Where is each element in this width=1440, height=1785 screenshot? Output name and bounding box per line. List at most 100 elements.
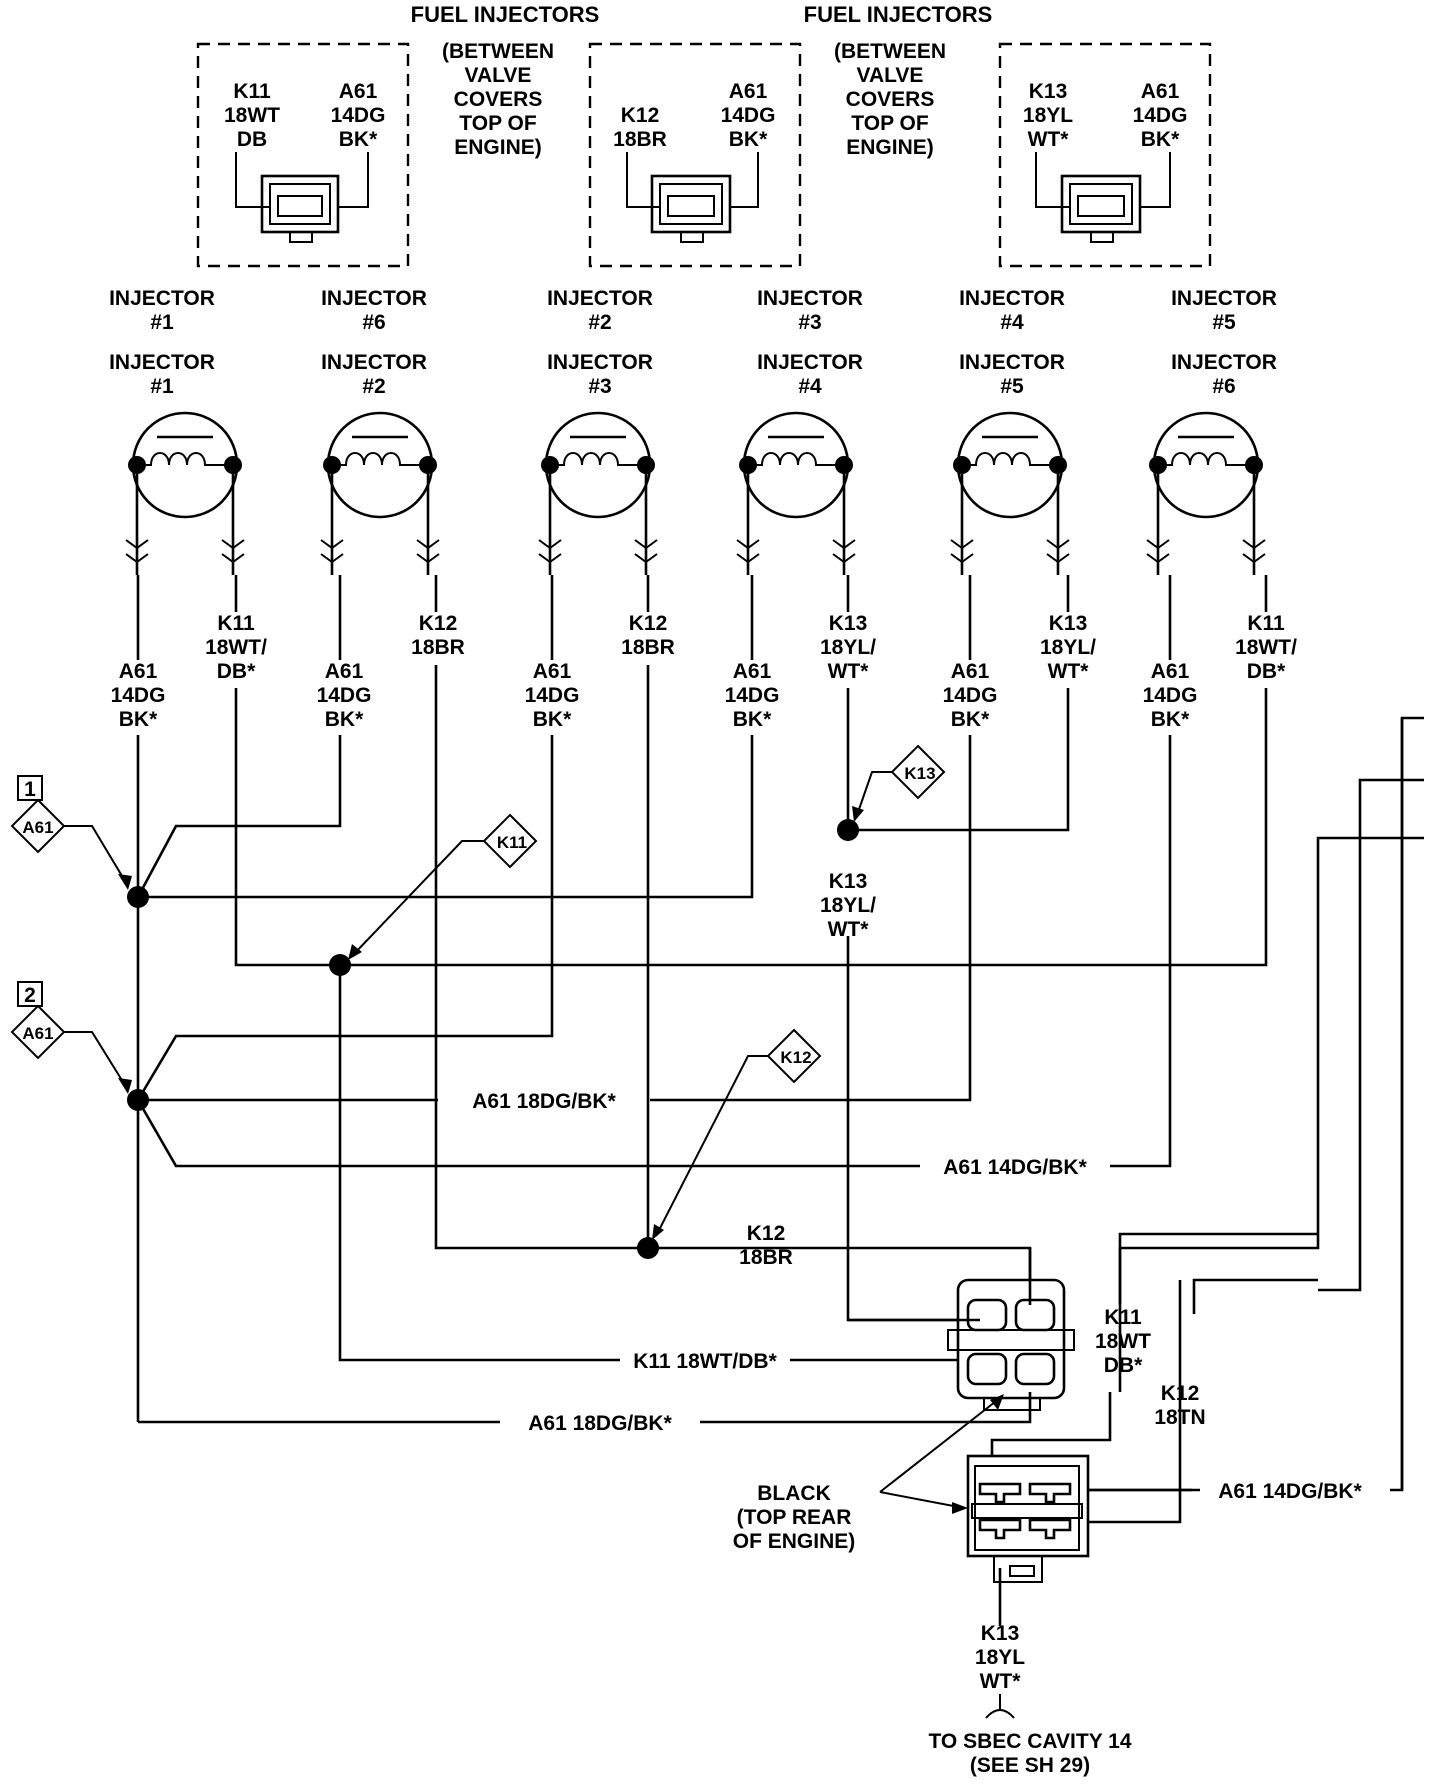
wire-label: K13 [829, 612, 868, 635]
injector-label: INJECTOR [321, 287, 427, 310]
wire-label: WT* [980, 1670, 1022, 1693]
wire-label: BK* [951, 708, 990, 731]
wire-label: 18TN [1154, 1406, 1205, 1429]
wire-label: K11 [217, 612, 255, 635]
wire-connector-mark [320, 553, 344, 564]
wire-connector-mark [416, 553, 440, 564]
mid-connector [848, 1248, 1075, 1411]
top-connector-1: K11 18WT DB A61 14DG BK* [196, 42, 410, 268]
injector-label: INJECTOR [959, 287, 1065, 310]
wire-label: BK* [533, 708, 572, 731]
wire-connector-mark [634, 553, 658, 564]
top-connector-3: K13 18YL WT* A61 14DG BK* [998, 42, 1212, 268]
between-note-left: (BETWEEN VALVE COVERS TOP OF ENGINE) [442, 40, 554, 159]
wire-label: DB* [1104, 1354, 1143, 1377]
reference-tag-1: 1 A61 [10, 775, 132, 890]
fuel-injectors-title-right: FUEL INJECTORS [804, 2, 993, 27]
wire-connector-mark [538, 553, 562, 564]
injector-label: INJECTOR [547, 287, 653, 310]
connector-wire-label: K13 [1029, 80, 1068, 103]
splice-dot [637, 1237, 659, 1259]
connector-wire-label: 14DG [331, 104, 386, 127]
injectors [125, 411, 1266, 575]
wire-connector-mark [1046, 539, 1070, 550]
wire-connector-mark [1146, 539, 1170, 550]
injector-symbol [538, 411, 658, 575]
between-note-line: ENGINE) [454, 136, 542, 159]
reference-tag-label: A61 [22, 1024, 53, 1043]
connector-wire-label: A61 [729, 80, 768, 103]
wire-label: A61 [533, 660, 572, 683]
reference-tag-k11: K11 [348, 813, 538, 960]
wire-label: A61 [325, 660, 364, 683]
connector-dashed-box [588, 42, 802, 268]
reference-number: 2 [24, 984, 36, 1007]
injector-label: #2 [588, 311, 611, 334]
injector-label: #6 [362, 311, 385, 334]
injector-label: #2 [362, 375, 385, 398]
connector-wire-label: 18BR [613, 128, 667, 151]
splice-dot [127, 886, 149, 908]
wire-connector-mark [1242, 539, 1266, 550]
reference-tag-label: K11 [497, 833, 527, 852]
wire-connector-mark [950, 539, 974, 550]
wire-label: 14DG [943, 684, 998, 707]
sbec-terminal-icon [985, 1694, 1015, 1719]
wire-label: A61 [1151, 660, 1190, 683]
connector-wire-label: K11 [233, 80, 271, 103]
wire-label: DB* [217, 660, 256, 683]
injector-symbol [1146, 411, 1266, 575]
connector-wire-label: DB [237, 128, 267, 151]
wire-label: WT* [1048, 660, 1090, 683]
injector-label: #1 [150, 311, 174, 334]
between-note-line: (BETWEEN [834, 40, 946, 63]
injector-labels-row2: INJECTOR #1 INJECTOR #2 INJECTOR #3 INJE… [109, 351, 1277, 398]
between-note-line: VALVE [465, 64, 532, 87]
wire-label: A61 [119, 660, 158, 683]
reference-number: 1 [24, 778, 36, 801]
wire-label: K12 [1161, 1382, 1200, 1405]
between-note-line: COVERS [454, 88, 543, 111]
wire-label: 14DG [111, 684, 166, 707]
wire-label: K12 [629, 612, 668, 635]
wire-connector-mark [416, 539, 440, 550]
connector-wire-label: A61 [339, 80, 378, 103]
injector-label: INJECTOR [547, 351, 653, 374]
wire-connector-mark [832, 539, 856, 550]
wire-connector-mark [221, 539, 245, 550]
injector-symbol [736, 411, 856, 575]
wire-connector-mark [125, 539, 149, 550]
black-connector-pointer [879, 1394, 1004, 1514]
wire-label: 14DG [725, 684, 780, 707]
injector-label: INJECTOR [959, 351, 1065, 374]
injector-symbol [320, 411, 440, 575]
wire-connector-mark [320, 539, 344, 550]
top-connector-2: K12 18BR A61 14DG BK* [588, 42, 802, 268]
wire-connector-mark [832, 553, 856, 564]
between-note-line: (BETWEEN [442, 40, 554, 63]
between-note-line: ENGINE) [846, 136, 934, 159]
wire-label: DB* [1247, 660, 1286, 683]
connector-wire-label: 14DG [1133, 104, 1188, 127]
reference-tag-label: K13 [904, 764, 935, 783]
injector-label: INJECTOR [109, 351, 215, 374]
wire-label: 18YL [975, 1646, 1025, 1669]
injector-label: #4 [1000, 311, 1024, 334]
between-note-line: TOP OF [459, 112, 537, 135]
connector-wire-label: A61 [1141, 80, 1180, 103]
injector-wire-labels: A61 14DG BK* K11 18WT/ DB* A61 14DG BK* … [111, 612, 1298, 731]
wire-label: BK* [119, 708, 158, 731]
wire-label: 18YL/ [1040, 636, 1096, 659]
between-note-line: COVERS [846, 88, 935, 111]
fuel-injectors-title-left: FUEL INJECTORS [411, 2, 600, 27]
injector-symbol [950, 411, 1070, 575]
wire-label-k12-18br: K12 [747, 1222, 786, 1245]
injector-labels-row1: INJECTOR #1 INJECTOR #6 INJECTOR #2 INJE… [109, 287, 1277, 334]
wire-label-k12-right: K12 18TN [1154, 1382, 1205, 1429]
wire-label: 14DG [525, 684, 580, 707]
wire-label: A61 [733, 660, 772, 683]
wire-label: 18YL/ [820, 636, 876, 659]
between-note-right: (BETWEEN VALVE COVERS TOP OF ENGINE) [834, 40, 946, 159]
injector-label: INJECTOR [757, 351, 863, 374]
between-note-line: VALVE [857, 64, 924, 87]
